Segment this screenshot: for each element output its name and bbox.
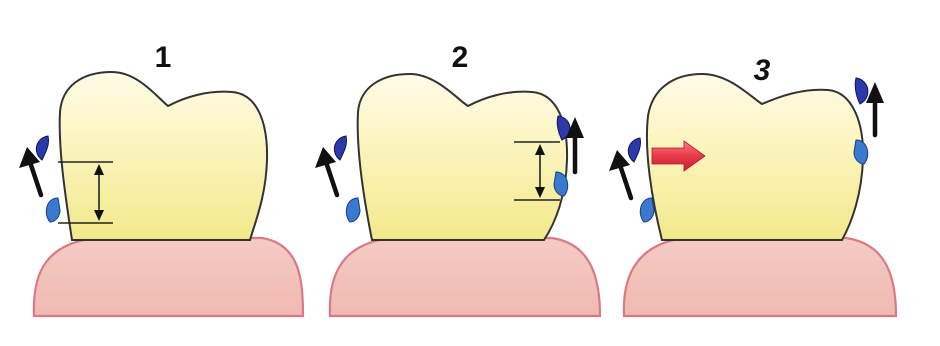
bracket-lower	[346, 198, 360, 222]
step-label-1: 1	[155, 41, 172, 74]
bracket-upper	[36, 136, 48, 160]
panel-2: 2	[315, 41, 600, 316]
bracket-upper-right	[855, 78, 868, 104]
up-arrow	[609, 150, 631, 198]
up-arrow	[315, 147, 337, 195]
bracket-upper	[334, 136, 346, 160]
up-arrow-right	[866, 82, 884, 135]
step-label-3: 3	[754, 54, 771, 87]
gum	[330, 238, 600, 316]
step-label-2: 2	[452, 41, 469, 74]
tooth-crown	[60, 72, 267, 240]
gum	[624, 238, 896, 316]
bracket-lower	[640, 198, 654, 222]
tooth-crown	[358, 74, 567, 240]
panel-3: 3	[609, 54, 896, 316]
bracket-lower	[46, 198, 60, 222]
bracket-upper	[628, 138, 640, 162]
gum	[34, 238, 303, 316]
panel-1: 1	[19, 41, 303, 316]
